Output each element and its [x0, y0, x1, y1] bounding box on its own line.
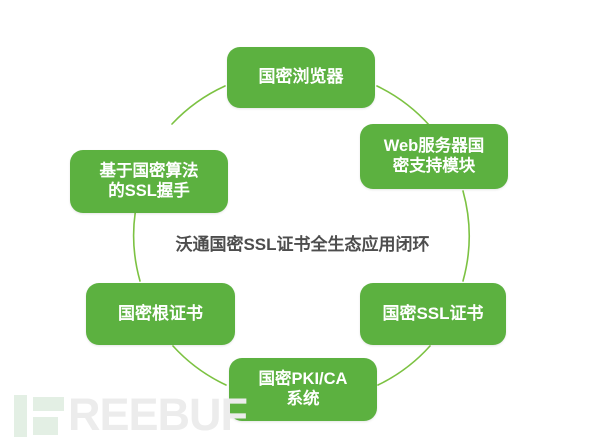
freebuf-logo-bar-vertical — [14, 395, 27, 437]
node-webserver-label: Web服务器国 密支持模块 — [383, 137, 485, 175]
freebuf-watermark: REEBUF — [14, 389, 248, 441]
ring-arc-pkica-to-rootcert — [172, 345, 227, 386]
freebuf-wordmark: REEBUF — [68, 389, 248, 441]
node-ssl-handshake-label: 基于国密算法 的SSL握手 — [99, 162, 199, 200]
node-ssl-handshake[interactable]: 基于国密算法 的SSL握手 — [70, 150, 228, 213]
diagram-center-caption: 沃通国密SSL证书全生态应用闭环 — [175, 235, 430, 254]
node-webserver[interactable]: Web服务器国 密支持模块 — [360, 124, 508, 189]
node-ssl-certificate-label: 国密SSL证书 — [382, 303, 484, 323]
ring-arc-browser-to-webserver — [376, 85, 431, 127]
ring-arc-handshake-to-browser — [171, 85, 226, 125]
freebuf-logo-bar-top — [33, 397, 64, 411]
node-root-certificate-label: 国密根证书 — [118, 303, 203, 323]
node-browser[interactable]: 国密浏览器 — [227, 47, 375, 108]
node-root-certificate[interactable]: 国密根证书 — [86, 283, 235, 345]
freebuf-logo-bar-bottom — [33, 417, 58, 435]
node-pki-ca-system[interactable]: 国密PKI/CA 系统 — [229, 358, 377, 421]
node-pki-ca-system-label: 国密PKI/CA 系统 — [258, 370, 348, 408]
freebuf-logo-icon — [14, 395, 64, 437]
node-ssl-certificate[interactable]: 国密SSL证书 — [360, 283, 506, 345]
ring-arc-sslcert-to-pkica — [377, 345, 431, 386]
node-browser-label: 国密浏览器 — [258, 67, 344, 87]
